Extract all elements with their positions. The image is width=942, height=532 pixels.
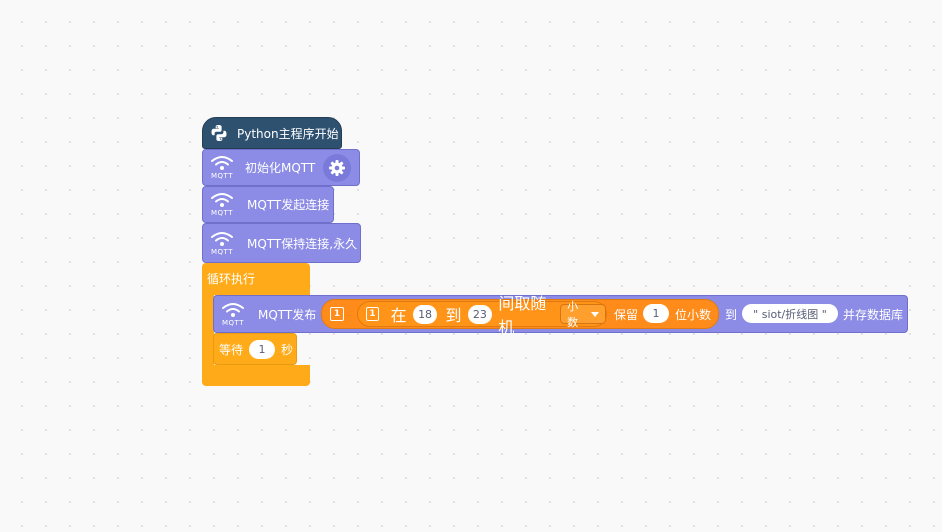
mqtt-connect-block[interactable]: MQTT MQTT发起连接 (202, 186, 334, 223)
gear-icon[interactable] (323, 153, 352, 182)
python-start-hat-block[interactable]: Python主程序开始 (202, 117, 342, 149)
wifi-icon: MQTT (216, 296, 250, 332)
dest-to-label: 到 (725, 308, 738, 322)
wait-label: 等待 (219, 342, 244, 357)
save-to-db-label: 并存数据库 (843, 308, 904, 322)
loop-block-side (202, 295, 214, 365)
to-label: 到 (445, 306, 462, 325)
mqtt-caption: MQTT (211, 209, 233, 217)
decimals-input[interactable]: 1 (643, 304, 669, 323)
wifi-icon: MQTT (205, 150, 239, 186)
mqtt-connect-label: MQTT发起连接 (247, 198, 330, 212)
topic-input[interactable]: " siot/折线图 " (742, 304, 838, 323)
mqtt-caption: MQTT (222, 318, 244, 327)
random-label: 间取随机 (498, 294, 547, 337)
random-from-input[interactable]: 18 (412, 304, 438, 324)
loop-block-top[interactable] (202, 263, 310, 295)
chevron-down-icon (591, 311, 600, 317)
number-type-dropdown[interactable]: 小数 (560, 300, 607, 329)
mqtt-caption: MQTT (211, 172, 233, 180)
mqtt-keep-connection-label: MQTT保持连接,永久 (247, 236, 358, 251)
wait-block[interactable]: 等待 1 秒 (213, 333, 297, 365)
init-mqtt-block[interactable]: MQTT 初始化MQTT (202, 149, 360, 186)
wifi-icon: MQTT (205, 225, 239, 261)
number-block-icon: 1 (366, 307, 379, 321)
random-to-input[interactable]: 23 (467, 304, 493, 324)
mqtt-keep-connection-block[interactable]: MQTT MQTT保持连接,永久 (202, 223, 361, 263)
mqtt-caption: MQTT (211, 247, 233, 256)
wait-seconds-input[interactable]: 1 (249, 339, 276, 359)
mqtt-publish-label: MQTT发布 (258, 307, 317, 322)
in-label: 在 (390, 306, 407, 325)
number-block-icon: 1 (330, 307, 344, 321)
loop-block-bottom[interactable] (202, 365, 310, 386)
keep-label: 保留 (614, 308, 639, 322)
wifi-icon: MQTT (205, 187, 239, 223)
number-type-value: 小数 (567, 300, 579, 329)
seconds-label: 秒 (281, 342, 294, 357)
init-mqtt-label: 初始化MQTT (245, 161, 316, 175)
decimals-label: 位小数 (675, 308, 712, 322)
python-icon (207, 121, 231, 145)
loop-label: 循环执行 (207, 272, 256, 286)
python-start-label: Python主程序开始 (237, 126, 339, 141)
random-number-reporter[interactable]: 1 在 18 到 23 间取随机 小数 (357, 294, 607, 337)
